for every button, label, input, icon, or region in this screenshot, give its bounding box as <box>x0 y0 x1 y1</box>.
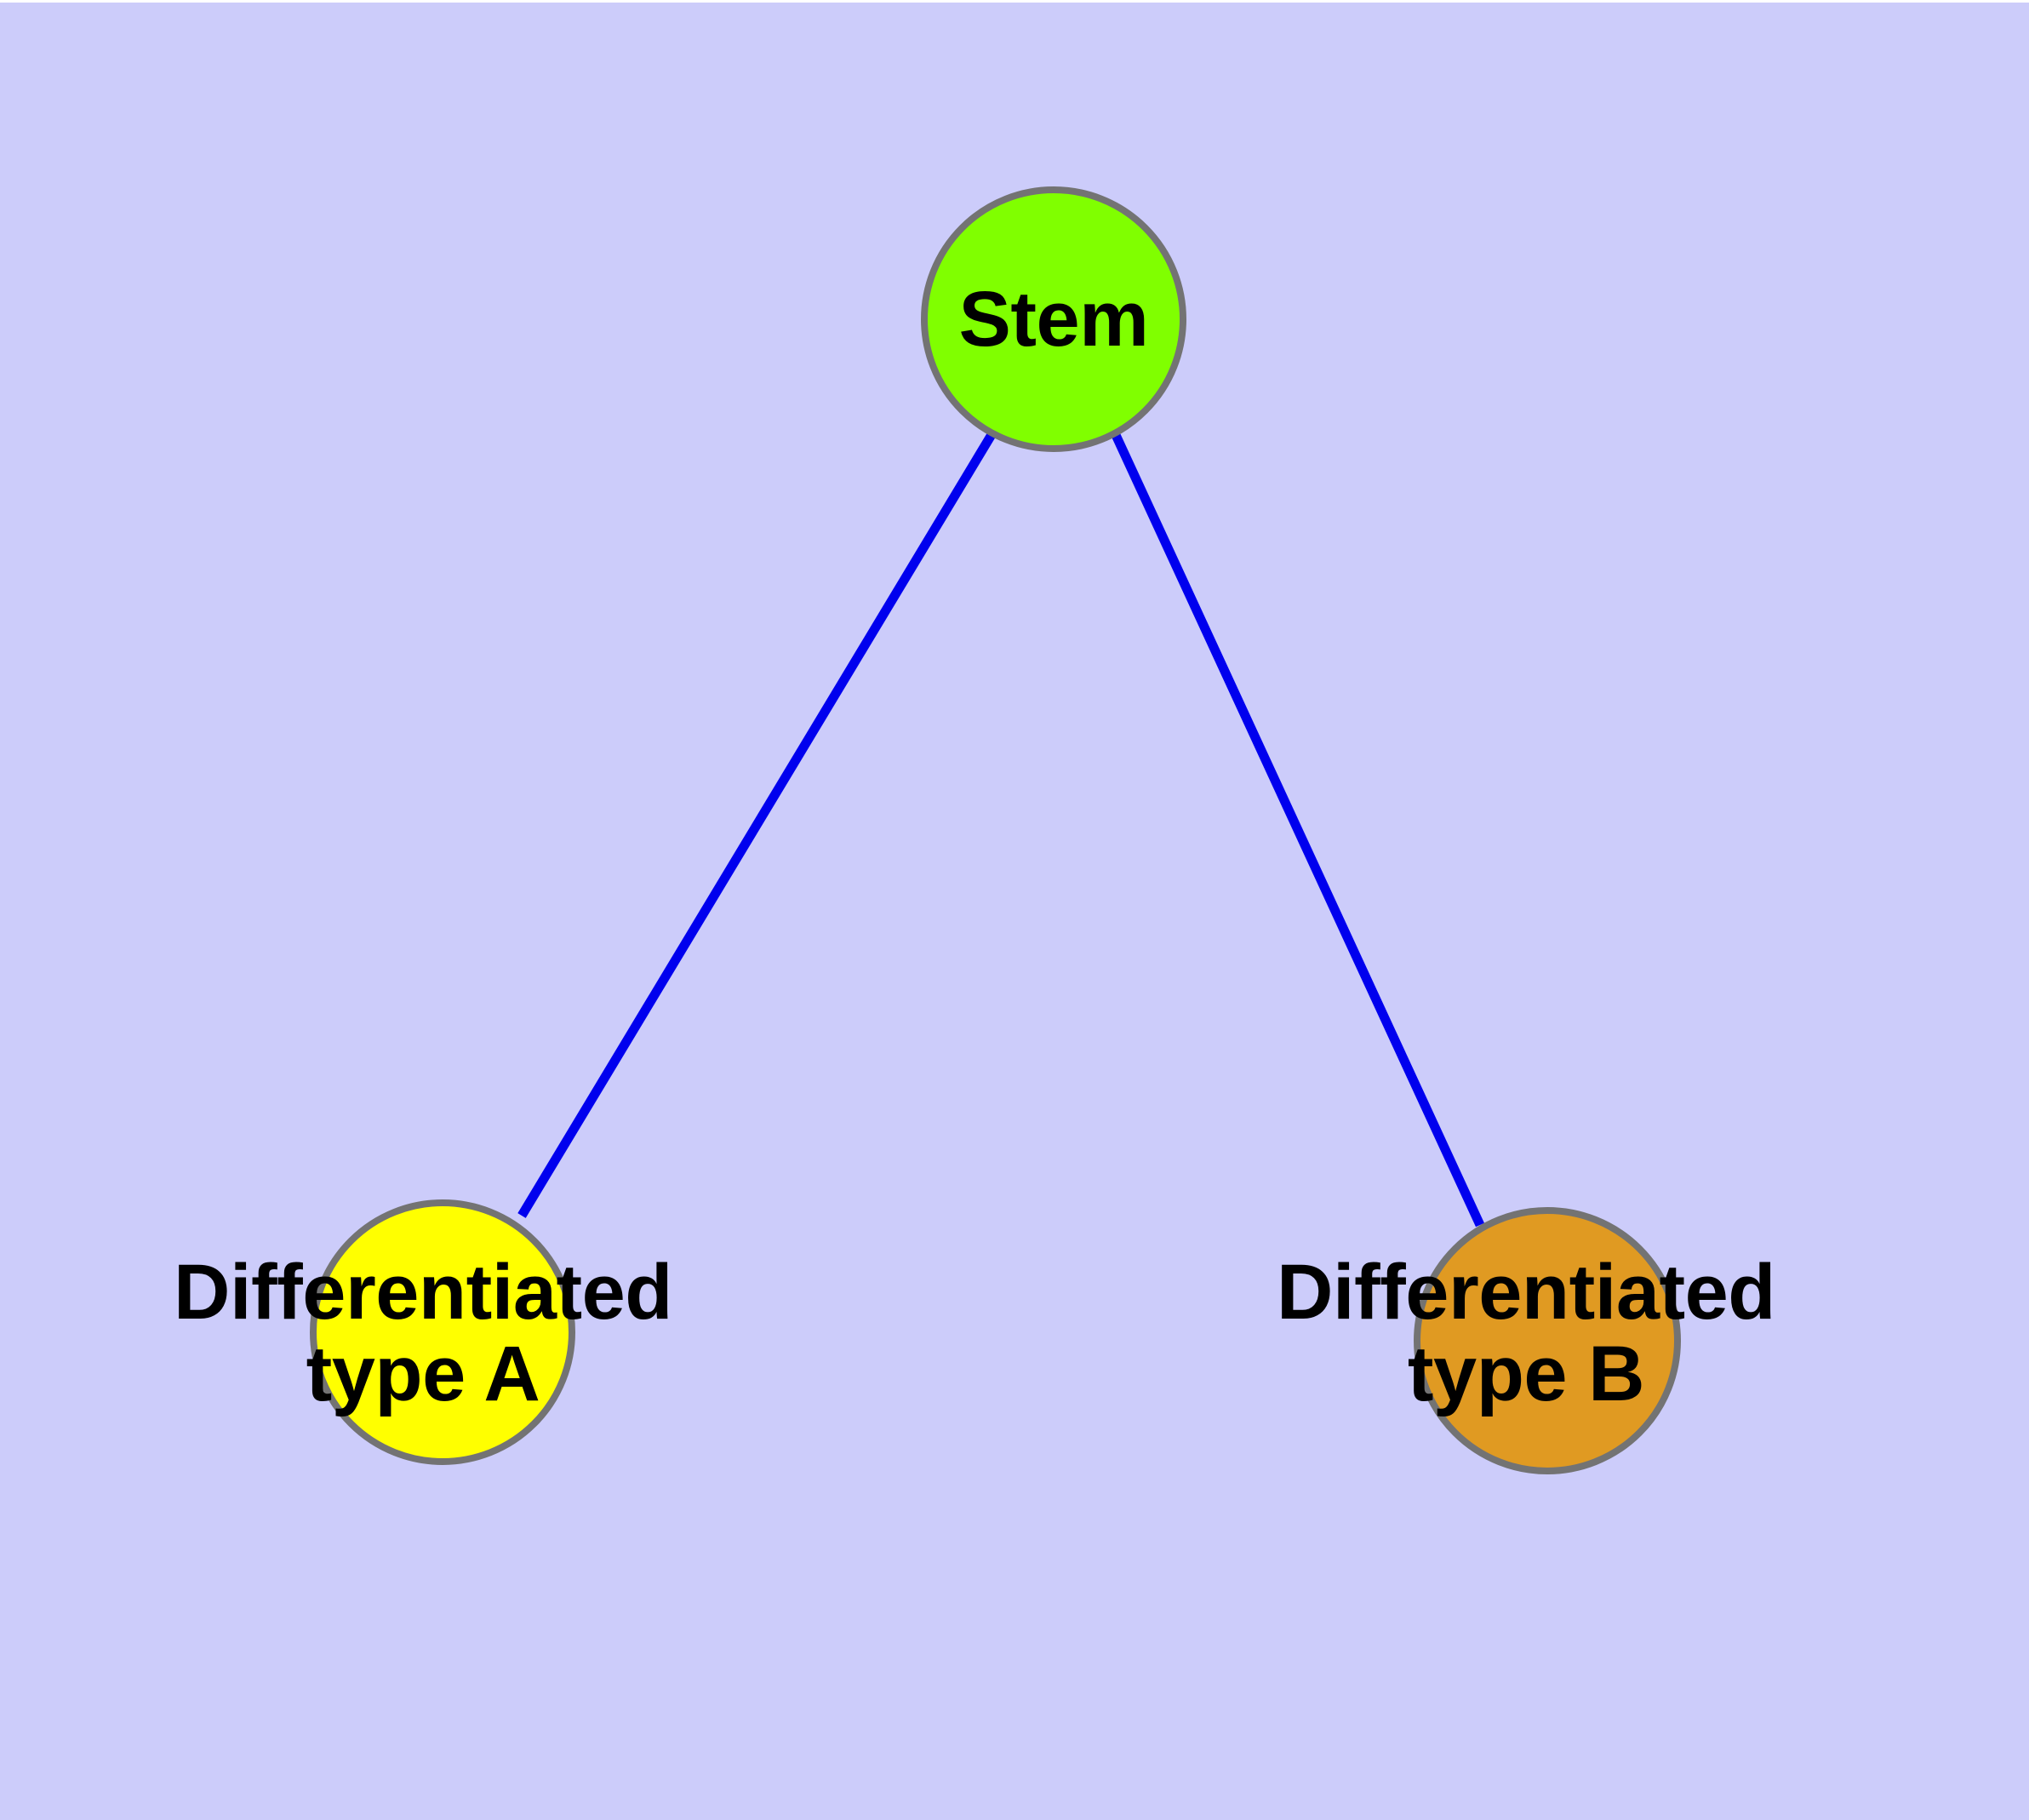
edges-group <box>517 431 1484 1228</box>
node-circle-diff-type-b[interactable] <box>1414 1207 1681 1474</box>
edge-stem-to-b[interactable] <box>1112 432 1484 1228</box>
node-circle-stem[interactable] <box>921 186 1186 452</box>
edge-stem-to-a[interactable] <box>517 431 997 1218</box>
canvas-top-edge-strip <box>0 0 2029 3</box>
nodes-group <box>310 186 1681 1474</box>
node-circle-diff-type-a[interactable] <box>310 1199 575 1465</box>
